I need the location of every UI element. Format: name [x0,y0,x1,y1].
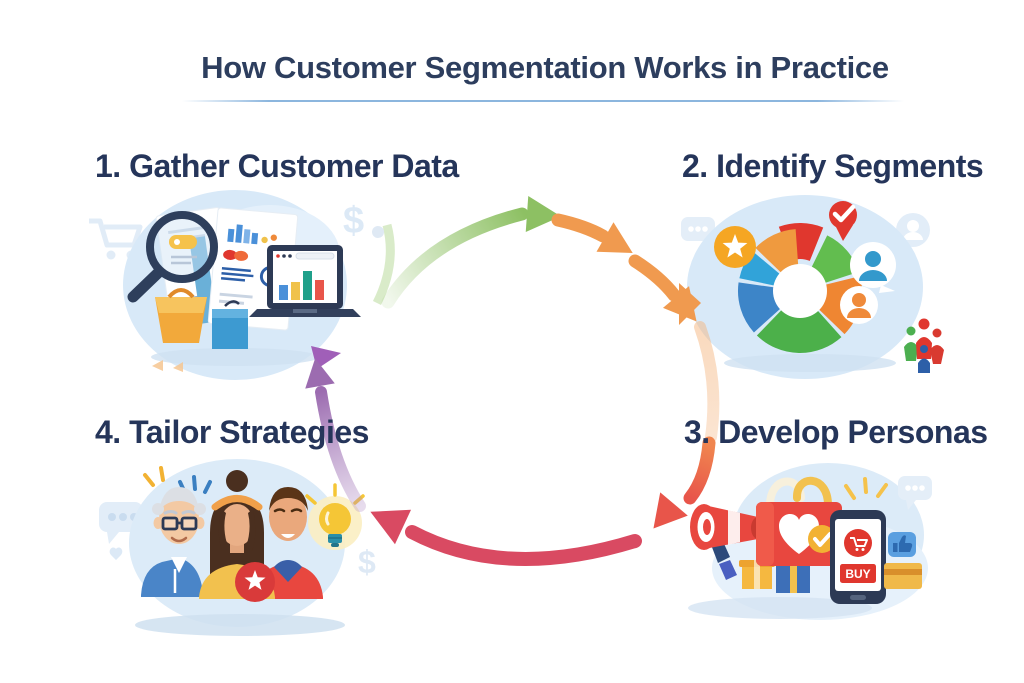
product-box-icon [212,300,248,349]
persona-senior-man [141,487,206,597]
illustration-1-shadow [151,348,319,366]
green-arrowhead-icon [525,196,561,232]
avatar-orange-icon [840,286,878,324]
star-badge-red-icon [235,562,275,602]
arrow-step2-approach-1 [551,213,633,253]
step-1-number: 1. [95,148,121,184]
decor-triangle [173,362,183,372]
megaphone-icon [690,504,765,580]
people-group-icon [904,318,944,373]
step-1-heading: 1. Gather Customer Data [95,148,459,185]
step-3-label: Develop Personas [718,414,988,450]
step-1-label: Gather Customer Data [129,148,459,184]
page-title: How Customer Segmentation Works in Pract… [201,50,889,85]
donut-segment-blue [738,282,782,333]
dollar-icon: $ [343,200,364,242]
cart-badge-icon [844,529,872,557]
step-3-heading: 3. Develop Personas [684,414,988,451]
step-4-label: Tailor Strategies [129,414,369,450]
thumbs-up-badge-icon [888,532,916,557]
arrow-step1-to-step2 [381,196,561,309]
illustration-identify-segments [679,195,944,379]
donut-hole [773,264,827,318]
loyalty-card-icon [884,563,922,589]
smartphone-icon: BUY [830,510,886,604]
check-circle-icon [808,525,836,553]
orange-arrowhead-icon [596,222,633,253]
glasses-icon [161,516,198,531]
speech-bubble-icon [681,217,715,241]
donut-segment-orange-2 [755,229,800,274]
dollar-icon: $ [358,544,376,580]
illustration-develop-personas: BUY [688,463,932,620]
title-underline [182,100,904,102]
laptop-icon [249,245,361,317]
illustration-gather-customer-data: $ [89,190,395,380]
donut-segment-green [810,235,859,284]
shopping-bag-icon [155,288,207,343]
buy-button [840,564,876,583]
donut-segment-green-2 [756,308,842,353]
step-2-label: Identify Segments [716,148,984,184]
sparkle-lines [844,477,888,500]
arrow-step3-to-step4 [370,509,642,566]
heart-faint-icon [109,547,123,560]
avatar-blue-icon [850,242,896,293]
illustration-2-shadow [724,354,896,372]
illustration-tailor-strategies: $ [99,459,376,636]
step-2-heading: 2. Identify Segments [682,148,984,185]
star-badge-icon [714,226,756,268]
illustration-4-shadow [135,614,345,636]
decor-green-swoosh [372,223,395,306]
step-4-heading: 4. Tailor Strategies [95,414,369,451]
sparkle-lines-yellow [143,466,165,487]
headband [211,495,263,511]
speech-bubble-icon [898,476,932,510]
decor-triangle [152,360,163,371]
donut-segment-teal [739,251,781,287]
illustration-3-shadow [688,597,872,619]
step-4-number: 4. [95,414,121,450]
checkmark-flag-icon [829,201,857,241]
magnifier-icon [127,211,218,303]
shopping-bag-heart-icon [756,476,842,566]
step-2-number: 2. [682,148,708,184]
step-3-number: 3. [684,414,710,450]
buy-button-label: BUY [845,567,870,581]
